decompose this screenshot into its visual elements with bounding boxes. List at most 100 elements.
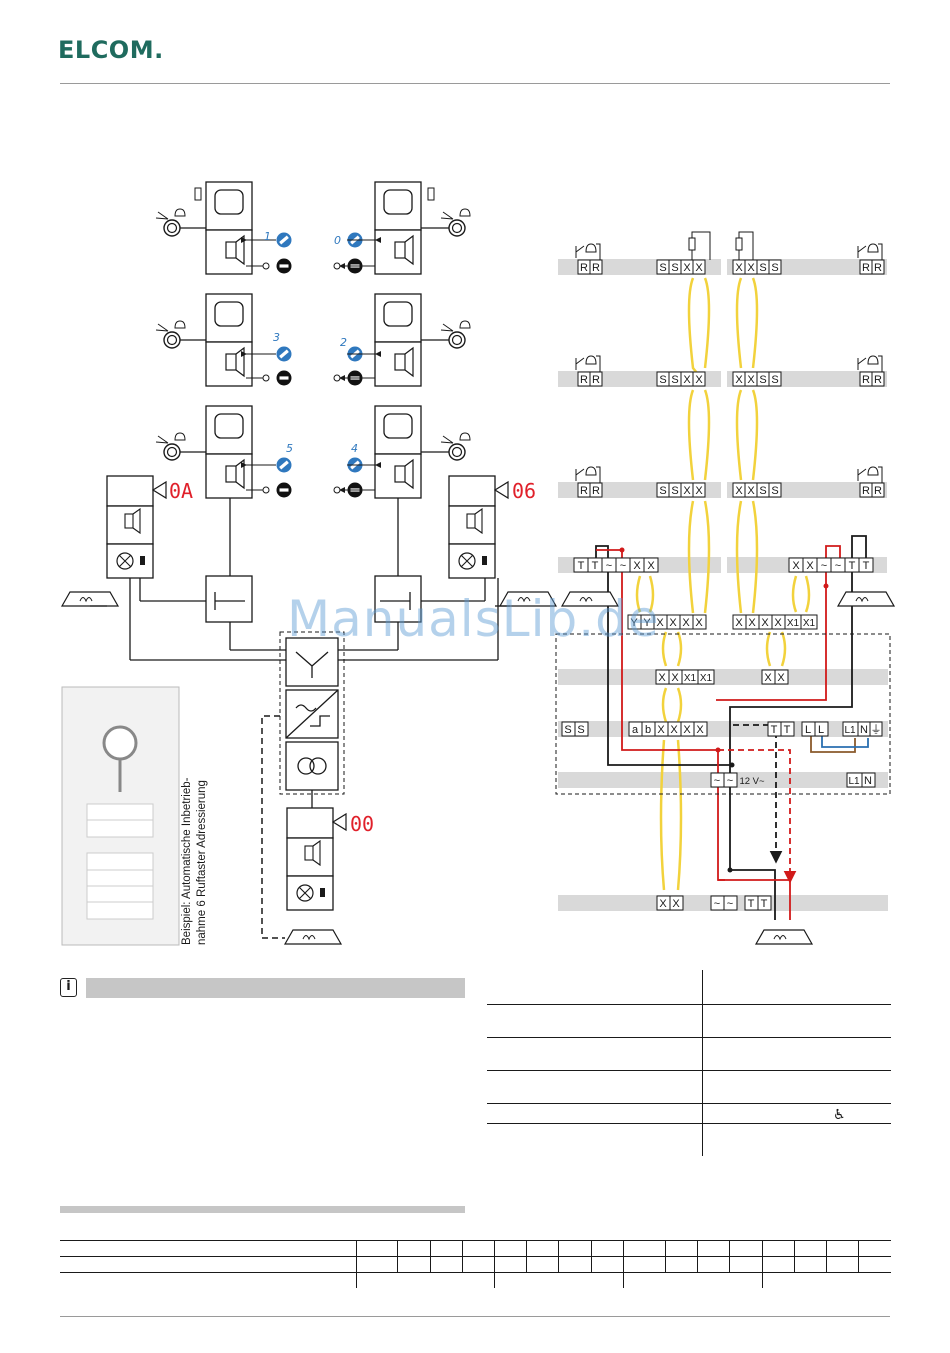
svg-text:X: X	[659, 898, 667, 910]
svg-text:T: T	[761, 898, 768, 910]
order-table	[60, 1240, 891, 1288]
svg-text:R: R	[862, 262, 870, 274]
door-unit-left	[106, 475, 154, 579]
svg-text:X: X	[683, 262, 691, 274]
svg-text:T: T	[863, 560, 870, 572]
svg-text:b: b	[645, 724, 651, 736]
svg-text:Y: Y	[630, 617, 638, 629]
svg-text:T: T	[771, 724, 778, 736]
button-number: 0	[334, 234, 341, 247]
svg-text:X: X	[683, 374, 691, 386]
svg-text:X: X	[761, 617, 769, 629]
svg-text:12 V~: 12 V~	[739, 776, 765, 787]
svg-text:X: X	[669, 617, 677, 629]
svg-text:X: X	[695, 262, 703, 274]
svg-text:X: X	[695, 617, 703, 629]
svg-text:R: R	[862, 374, 870, 386]
svg-text:S: S	[771, 262, 778, 274]
svg-text:X: X	[735, 485, 743, 497]
svg-text:~: ~	[727, 775, 733, 787]
svg-text:X: X	[735, 262, 743, 274]
address-display-left: 0A	[169, 479, 193, 503]
address-buttons: 1 0 3 2 5 4	[241, 230, 381, 498]
svg-text:~: ~	[821, 560, 827, 572]
svg-text:S: S	[659, 262, 666, 274]
svg-text:~: ~	[727, 898, 733, 910]
svg-text:S: S	[759, 374, 766, 386]
svg-text:N: N	[860, 724, 868, 736]
button-number: 1	[264, 230, 271, 243]
svg-text:~: ~	[606, 560, 612, 572]
svg-text:X: X	[747, 374, 755, 386]
svg-text:X: X	[682, 617, 690, 629]
svg-text:X: X	[656, 617, 664, 629]
svg-text:S: S	[659, 374, 666, 386]
address-display-bottom: 00	[350, 812, 374, 836]
svg-text:X1: X1	[700, 673, 713, 684]
svg-text:L1: L1	[844, 725, 856, 736]
svg-text:X: X	[735, 374, 743, 386]
svg-text:R: R	[592, 485, 600, 497]
spec-table: ♿	[487, 970, 891, 1156]
svg-text:~: ~	[714, 775, 720, 787]
svg-text:X: X	[647, 560, 655, 572]
info-icon: i	[60, 978, 77, 997]
caption-line-1: Beispiel: Automatische Inbetrieb-	[181, 777, 193, 945]
svg-text:X: X	[670, 724, 678, 736]
svg-text:S: S	[564, 724, 571, 736]
door-unit-right	[448, 475, 496, 579]
info-heading-bar	[86, 978, 465, 998]
svg-text:X: X	[695, 374, 703, 386]
wiring-diagram: 1 0 3 2 5 4 0A 06 00	[61, 181, 895, 946]
svg-text:X: X	[806, 560, 814, 572]
svg-text:R: R	[874, 262, 882, 274]
svg-text:X: X	[683, 724, 691, 736]
svg-text:T: T	[849, 560, 856, 572]
svg-text:X: X	[748, 617, 756, 629]
svg-text:~: ~	[714, 898, 720, 910]
svg-text:X: X	[747, 485, 755, 497]
svg-text:T: T	[748, 898, 755, 910]
svg-text:X: X	[747, 262, 755, 274]
svg-text:R: R	[592, 374, 600, 386]
svg-text:T: T	[784, 724, 791, 736]
svg-text:X: X	[657, 724, 665, 736]
svg-text:X: X	[777, 672, 785, 684]
chime-left	[61, 591, 119, 607]
svg-text:S: S	[671, 485, 678, 497]
svg-text:~: ~	[620, 560, 626, 572]
chime-right-bottom	[755, 929, 813, 945]
door-unit-bottom	[286, 807, 334, 911]
address-display-right: 06	[512, 479, 536, 503]
svg-text:X: X	[695, 485, 703, 497]
header-rule	[60, 83, 890, 84]
svg-text:S: S	[771, 374, 778, 386]
station-stack-left	[155, 181, 253, 499]
button-number: 3	[273, 331, 280, 344]
svg-text:R: R	[862, 485, 870, 497]
svg-text:X: X	[696, 724, 704, 736]
svg-text:X1: X1	[684, 673, 697, 684]
svg-text:X: X	[671, 672, 679, 684]
button-number: 5	[286, 442, 293, 455]
svg-text:S: S	[759, 485, 766, 497]
svg-text:X1: X1	[803, 618, 816, 629]
svg-text:S: S	[759, 262, 766, 274]
wheelchair-icon: ♿	[833, 1107, 846, 1123]
chime-right-right	[837, 591, 895, 607]
svg-text:X: X	[792, 560, 800, 572]
svg-text:Y: Y	[643, 617, 651, 629]
svg-text:X: X	[683, 485, 691, 497]
svg-text:R: R	[580, 262, 588, 274]
